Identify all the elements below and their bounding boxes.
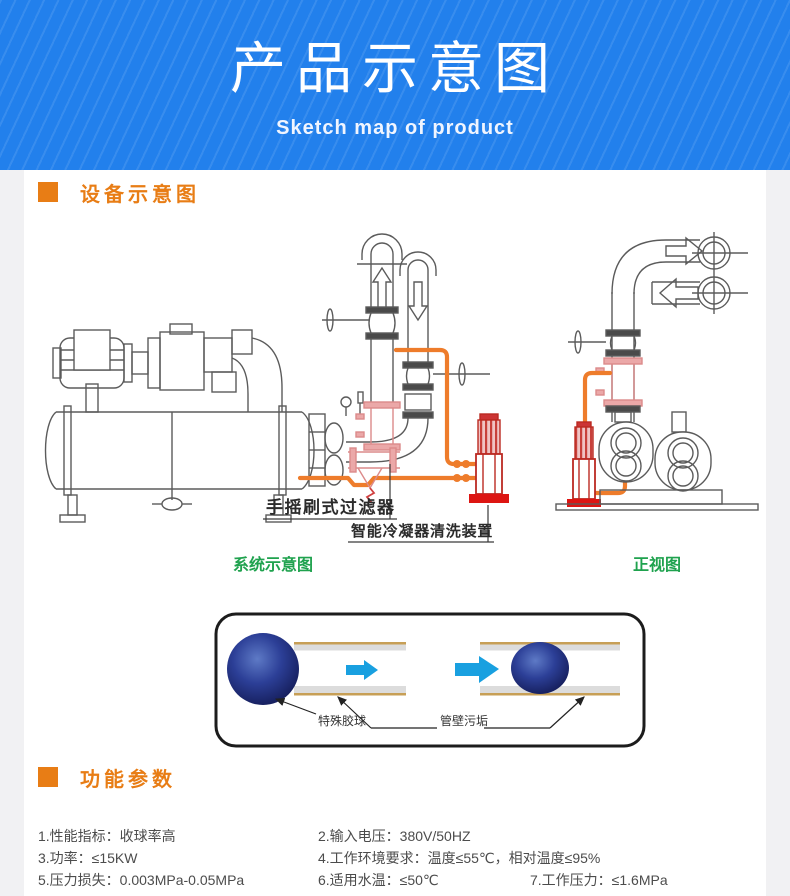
orange-square-bullet-icon	[38, 767, 58, 787]
left-arrow-icon	[658, 277, 699, 309]
brush-filter-device	[348, 401, 401, 504]
parameter-list: 1.性能指标：收球率高 2.输入电压：380V/50HZ 3.功率：≤15KW …	[24, 787, 766, 892]
param-water-temp: 6.适用水温：≤50℃	[318, 872, 439, 888]
equipment-diagram: 手摇刷式过滤器 智能冷凝器清洗装置	[44, 232, 759, 748]
flow-arrow-icon	[455, 656, 499, 683]
pressure-gauge-icon	[340, 396, 352, 408]
rubber-ball-in-pipe	[511, 642, 569, 694]
motor-pump-assembly	[52, 323, 283, 413]
page-title: 产品示意图	[230, 37, 560, 100]
demo-callouts	[274, 696, 585, 729]
system-diagram: 手摇刷式过滤器 智能冷凝器清洗装置	[44, 233, 509, 543]
orange-pipe-circuit	[297, 347, 479, 488]
page-subtitle: Sketch map of product	[276, 117, 514, 139]
up-arrow-icon	[371, 266, 393, 309]
content-area: 设备示意图	[24, 170, 766, 896]
banner-stripes-texture	[0, 0, 790, 170]
valve-handle-icon	[574, 330, 582, 354]
right-arrow-icon	[665, 236, 704, 266]
filter-label: 手摇刷式过滤器	[266, 497, 396, 517]
valve-handle-icon	[458, 362, 466, 386]
pump-units	[555, 411, 759, 511]
front-view-caption: 正视图	[633, 555, 681, 574]
filter-callout	[263, 464, 397, 520]
param-performance: 1.性能指标：收球率高	[38, 828, 176, 844]
orange-square-bullet-icon	[38, 182, 58, 202]
cleaner-callout	[348, 505, 494, 543]
fouling-label: 管壁污垢	[440, 713, 488, 728]
riser-pipe-up	[322, 233, 407, 402]
condenser-tank	[44, 391, 364, 523]
param-environment: 4.工作环境要求：温度≤55℃，相对温度≤95%	[318, 850, 601, 866]
front-orange-pipes	[582, 370, 628, 496]
section-heading-params: 功能参数	[24, 755, 766, 791]
rubber-ball	[227, 633, 299, 705]
params-heading-label: 功能参数	[80, 768, 176, 791]
riser-pipe-down	[346, 251, 490, 463]
down-arrow-icon	[407, 281, 429, 322]
valve-handle-icon	[326, 308, 334, 332]
front-view-diagram	[555, 232, 759, 511]
param-voltage: 2.输入电压：380V/50HZ	[318, 828, 471, 844]
param-power: 3.功率：≤15KW	[38, 850, 138, 866]
ball-demo-box: 特殊胶球 管壁污垢	[214, 612, 646, 748]
ball-label: 特殊胶球	[318, 713, 366, 728]
front-cleaner-device	[567, 421, 601, 507]
param-pressure-loss: 5.压力损失：0.003MPa-0.05MPa	[38, 872, 245, 888]
cleaner-label: 智能冷凝器清洗装置	[351, 522, 493, 540]
system-view-caption: 系统示意图	[233, 555, 313, 574]
device-heading-label: 设备示意图	[80, 183, 200, 206]
header-banner: 产品示意图 Sketch map of product	[0, 0, 790, 170]
cleaner-injector-device	[469, 413, 509, 503]
flow-arrow-icon	[346, 660, 378, 680]
section-heading-device: 设备示意图	[24, 170, 766, 206]
param-working-pressure: 7.工作压力：≤1.6MPa	[530, 872, 668, 888]
front-pink-section	[595, 357, 643, 407]
